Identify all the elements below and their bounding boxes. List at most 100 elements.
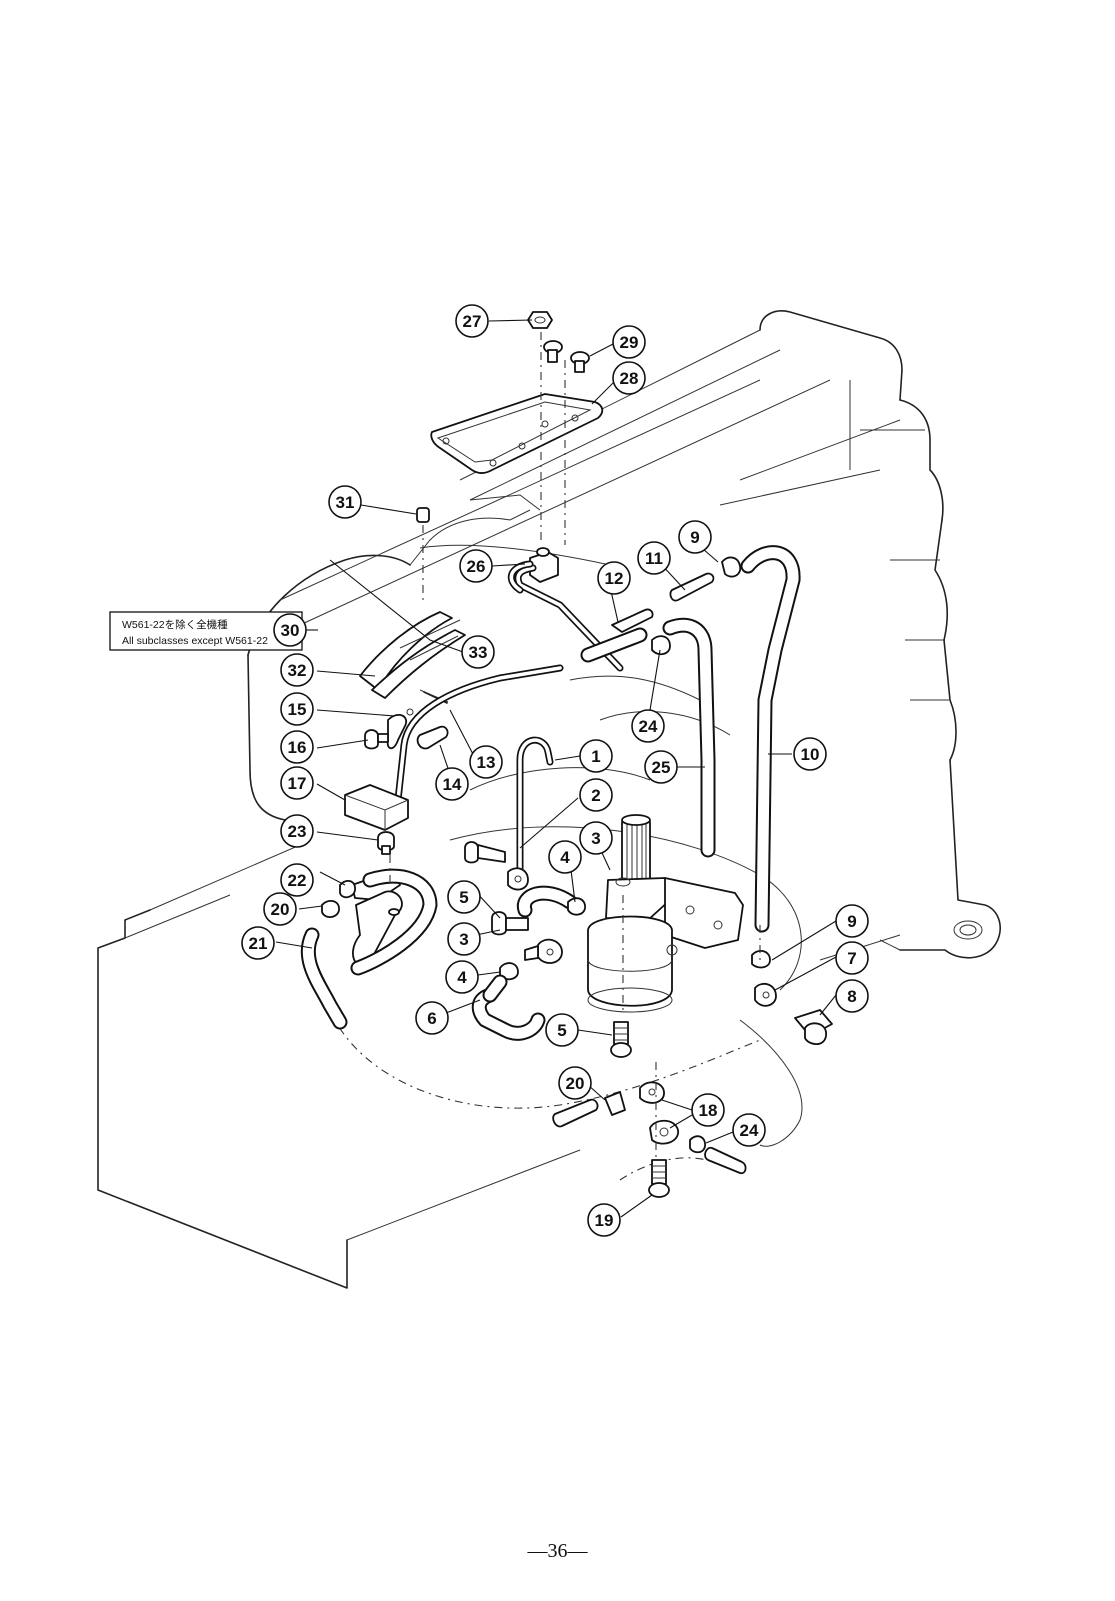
- callout-17: 17: [280, 766, 314, 800]
- callout-21: 21: [241, 926, 275, 960]
- svg-text:24: 24: [639, 717, 658, 736]
- callout-24-lower: 24: [732, 1113, 766, 1147]
- part-screws-cover: [543, 340, 590, 373]
- part-cover-plate: [430, 393, 604, 474]
- part-set-screw: [416, 507, 430, 523]
- leader-lines: [275, 319, 837, 1218]
- svg-text:21: 21: [249, 934, 268, 953]
- callout-2: 2: [579, 778, 613, 812]
- part-lower-right-fittings: [751, 949, 833, 1046]
- svg-text:5: 5: [459, 888, 468, 907]
- callout-24-upper: 24: [631, 709, 665, 743]
- svg-text:25: 25: [652, 758, 671, 777]
- svg-text:4: 4: [457, 968, 467, 987]
- callout-16: 16: [280, 730, 314, 764]
- svg-text:3: 3: [459, 930, 468, 949]
- svg-text:10: 10: [801, 745, 820, 764]
- part-clamp-24-upper: [651, 635, 671, 656]
- callout-6: 6: [415, 1001, 449, 1035]
- callout-20-upper: 20: [263, 892, 297, 926]
- part-pipe-holder: [364, 708, 414, 750]
- part-elbow-tube-lower: [471, 962, 546, 1041]
- part-short-tube: [416, 725, 449, 750]
- svg-text:19: 19: [595, 1211, 614, 1230]
- svg-text:3: 3: [591, 829, 600, 848]
- svg-text:15: 15: [288, 700, 307, 719]
- callout-9-lower: 9: [835, 904, 869, 938]
- callout-19: 19: [587, 1203, 621, 1237]
- svg-text:16: 16: [288, 738, 307, 757]
- svg-text:31: 31: [336, 493, 355, 512]
- svg-text:2: 2: [591, 786, 600, 805]
- part-banjo-2: [464, 841, 529, 891]
- callout-11: 11: [637, 541, 671, 575]
- svg-text:30: 30: [281, 621, 300, 640]
- svg-text:12: 12: [605, 569, 624, 588]
- callout-30: 30: [273, 613, 307, 647]
- part-oil-tube-long: [740, 545, 801, 933]
- svg-text:29: 29: [620, 333, 639, 352]
- callout-33: 33: [461, 635, 495, 669]
- note-line-1: W561-22を除く全機種: [122, 618, 228, 631]
- callout-3-upper: 3: [579, 821, 613, 855]
- svg-text:23: 23: [288, 822, 307, 841]
- callout-7: 7: [835, 941, 869, 975]
- svg-text:20: 20: [566, 1074, 585, 1093]
- callout-1: 1: [579, 739, 613, 773]
- callout-29: 29: [612, 325, 646, 359]
- svg-text:9: 9: [690, 528, 699, 547]
- part-banjo-bolt-3: [491, 911, 563, 964]
- part-hook-shaft-assembly: [587, 814, 744, 1013]
- callout-31: 31: [328, 485, 362, 519]
- svg-text:20: 20: [271, 900, 290, 919]
- part-elbow-tube-upper: [516, 885, 586, 918]
- svg-text:4: 4: [560, 848, 570, 867]
- part-oil-distributor: [507, 547, 624, 672]
- callouts: 27 29 28 31 9 11 26 12 30 33 32 24 15 16…: [241, 304, 869, 1237]
- callout-25: 25: [644, 750, 678, 784]
- svg-text:6: 6: [427, 1009, 436, 1028]
- machine-body-outline: [97, 310, 1001, 1289]
- part-left-oil-return: [300, 831, 438, 1030]
- callout-8: 8: [835, 979, 869, 1013]
- page-number: —36—: [527, 1540, 588, 1562]
- callout-22: 22: [280, 863, 314, 897]
- callout-26: 26: [459, 549, 493, 583]
- svg-text:1: 1: [591, 747, 600, 766]
- svg-text:14: 14: [443, 775, 462, 794]
- callout-32: 32: [280, 653, 314, 687]
- callout-5-lower: 5: [545, 1013, 579, 1047]
- callout-5-upper: 5: [447, 880, 481, 914]
- note-line-2: All subclasses except W561-22: [122, 635, 268, 647]
- svg-text:27: 27: [463, 312, 482, 331]
- part-bottom-fittings: [552, 1081, 747, 1198]
- callout-9-upper: 9: [678, 520, 712, 554]
- callout-20-lower: 20: [558, 1066, 592, 1100]
- svg-text:22: 22: [288, 871, 307, 890]
- part-oil-pipe-13: [394, 664, 564, 804]
- part-felt-wick: [359, 611, 466, 704]
- callout-13: 13: [469, 745, 503, 779]
- part-clamp-upper: [721, 556, 742, 578]
- svg-text:32: 32: [288, 661, 307, 680]
- part-felt-block: [344, 784, 409, 831]
- svg-text:5: 5: [557, 1021, 566, 1040]
- svg-text:18: 18: [699, 1101, 718, 1120]
- svg-text:28: 28: [620, 369, 639, 388]
- svg-text:17: 17: [288, 774, 307, 793]
- callout-18: 18: [691, 1093, 725, 1127]
- svg-text:33: 33: [469, 643, 488, 662]
- callout-15: 15: [280, 692, 314, 726]
- callout-3-lower: 3: [447, 922, 481, 956]
- svg-text:13: 13: [477, 753, 496, 772]
- part-oil-tube-25: [662, 617, 716, 858]
- callout-4-upper: 4: [548, 840, 582, 874]
- callout-27: 27: [455, 304, 489, 338]
- callout-14: 14: [435, 767, 469, 801]
- part-felt-rod: [580, 608, 654, 663]
- svg-text:7: 7: [847, 949, 856, 968]
- part-oil-pipe-1: [516, 736, 554, 879]
- callout-28: 28: [612, 361, 646, 395]
- svg-text:24: 24: [740, 1121, 759, 1140]
